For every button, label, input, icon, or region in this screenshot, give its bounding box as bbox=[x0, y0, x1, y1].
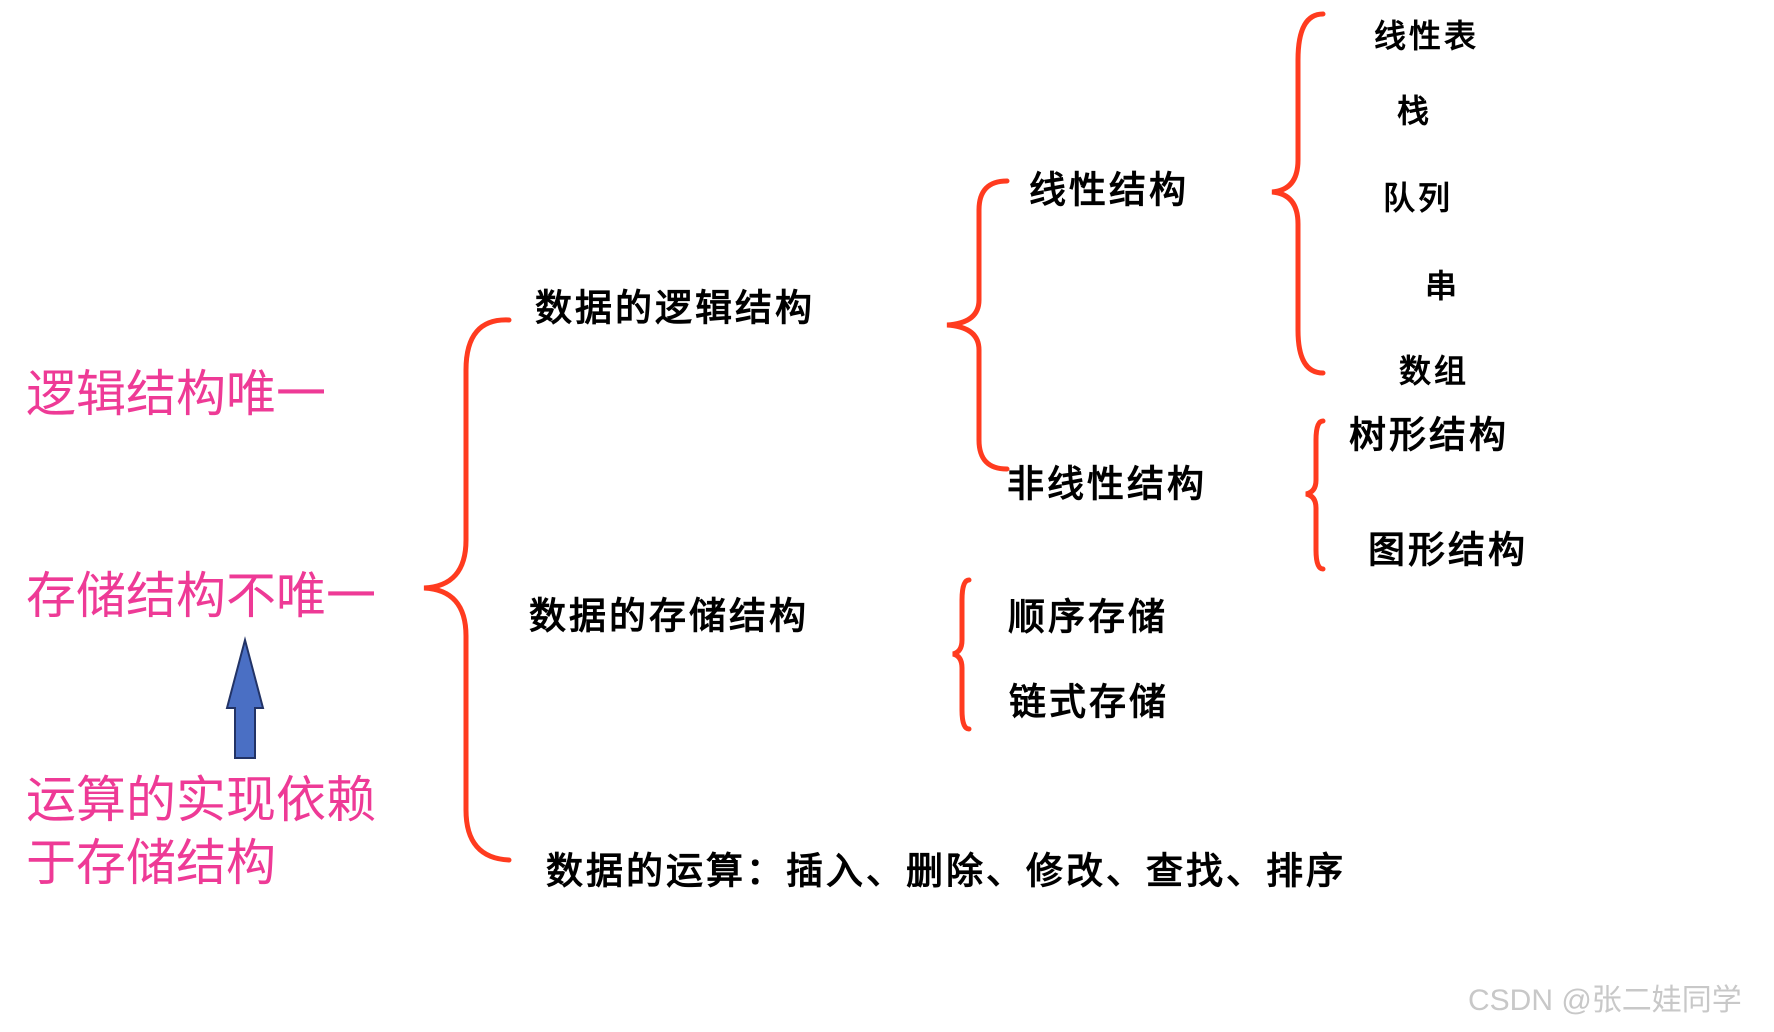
linear-item: 队列 bbox=[1383, 179, 1454, 217]
main-brace bbox=[423, 317, 512, 863]
up-arrow-icon bbox=[225, 636, 265, 759]
nonlinear-structure-label: 非线性结构 bbox=[1007, 462, 1207, 506]
nonlinear-brace bbox=[1305, 418, 1326, 572]
logic-unique-note: 逻辑结构唯一 bbox=[26, 365, 326, 423]
watermark: CSDN @张二娃同学 bbox=[1468, 984, 1742, 1017]
storage-item: 顺序存储 bbox=[1008, 595, 1168, 639]
linear-item: 栈 bbox=[1397, 92, 1433, 130]
linear-item: 数组 bbox=[1399, 352, 1470, 390]
storage-structure-label: 数据的存储结构 bbox=[529, 594, 809, 638]
nonlinear-item: 图形结构 bbox=[1368, 528, 1528, 572]
storage-item: 链式存储 bbox=[1009, 680, 1169, 724]
linear-item: 串 bbox=[1425, 267, 1461, 305]
operations-label: 数据的运算：插入、删除、修改、查找、排序 bbox=[546, 849, 1346, 893]
ops-depend-note-line1: 运算的实现依赖 bbox=[26, 771, 376, 829]
logical-brace bbox=[946, 178, 1010, 472]
nonlinear-item: 树形结构 bbox=[1349, 413, 1509, 457]
linear-brace bbox=[1271, 11, 1326, 376]
linear-structure-label: 线性结构 bbox=[1029, 168, 1189, 212]
storage-not-unique-note: 存储结构不唯一 bbox=[26, 567, 376, 625]
storage-brace bbox=[952, 577, 972, 732]
ops-depend-note-line2: 于存储结构 bbox=[26, 834, 276, 892]
linear-item: 线性表 bbox=[1374, 17, 1480, 55]
logical-structure-label: 数据的逻辑结构 bbox=[535, 286, 815, 330]
